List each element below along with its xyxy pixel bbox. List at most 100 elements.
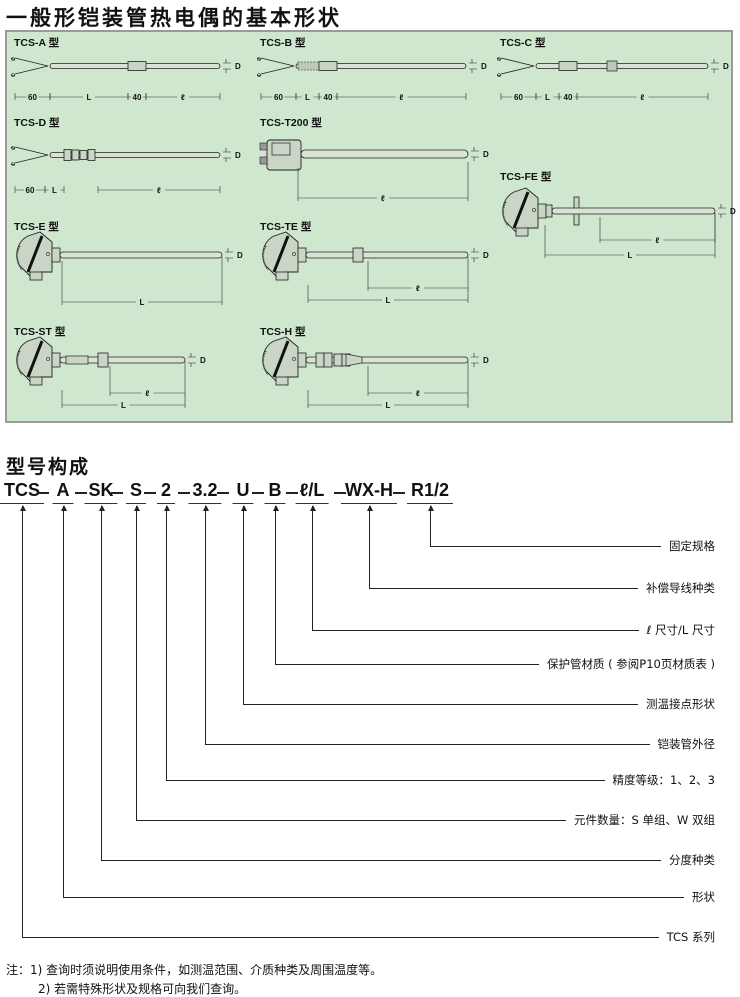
- code-segment-text: R1/2: [410, 480, 450, 500]
- dimension-label: L: [386, 401, 391, 410]
- cable-entry: [275, 376, 289, 386]
- shape-title-tcs-c: TCS-C 型: [500, 36, 546, 49]
- fitting-nut: [315, 352, 325, 368]
- chain-icon: [16, 245, 23, 271]
- terminal-head-icon: [502, 187, 547, 237]
- head-neck: [297, 247, 307, 263]
- code-description-label: 测温接点形状: [646, 697, 715, 711]
- dimension-label: 60: [274, 93, 283, 102]
- dimension-label-bg: [272, 92, 285, 101]
- fitting-nut: [127, 61, 147, 71]
- code-segment: U: [232, 480, 254, 504]
- code-segment-text: A: [56, 480, 70, 500]
- dimension-label-bg: [541, 92, 554, 101]
- fitting-nut: [352, 247, 364, 263]
- leader-horizontal: [166, 779, 605, 781]
- fitting-nut: [63, 149, 72, 161]
- code-separator: [144, 492, 156, 494]
- shape-title-tcs-h: TCS-H 型: [260, 325, 306, 338]
- screw-icon: [46, 357, 50, 361]
- dimension-label-bg: [153, 185, 165, 194]
- screw-icon: [292, 252, 296, 256]
- shape-title-tcs-st: TCS-ST 型: [14, 325, 66, 338]
- code-segment-text: 2: [160, 480, 172, 500]
- sheath: [59, 356, 186, 364]
- code-segment-text: WX-H: [345, 480, 393, 500]
- code-description-row: 分度种类: [101, 853, 715, 867]
- dimension-label-bg: [651, 235, 664, 244]
- code-segment-text: TCS: [4, 480, 40, 500]
- sheath: [551, 207, 716, 215]
- code-description-row: 元件数量：S 单组、W 双组: [136, 813, 715, 827]
- fitting-nut: [318, 61, 338, 71]
- dimension-label-bg: [322, 92, 334, 101]
- dimension-label: L: [52, 186, 57, 195]
- dimension-label-bg: [412, 388, 424, 397]
- spring-guard: [297, 61, 320, 71]
- dimension-label-bg: [624, 250, 636, 259]
- lead-wires-icon: [496, 57, 535, 77]
- head-neck: [51, 247, 61, 263]
- terminal-icon: [11, 73, 15, 77]
- thread-fitting: [606, 60, 618, 72]
- leader-horizontal: [312, 629, 639, 631]
- code-segment-text: 3.2: [192, 480, 218, 500]
- dimension-label-bg: [562, 92, 574, 101]
- dimension-label: 60: [28, 93, 37, 102]
- sheath: [59, 251, 223, 259]
- fitting-nut: [545, 204, 553, 218]
- taper-fitting: [345, 353, 363, 367]
- diameter-label: D: [235, 151, 241, 160]
- leader-vertical: [310, 505, 316, 630]
- fitting-nut: [87, 149, 96, 161]
- diameter-label: D: [483, 356, 489, 365]
- dimension-label-bg: [395, 92, 408, 101]
- diameter-mark: [471, 147, 479, 161]
- code-separator: [111, 492, 123, 494]
- shape-title-tcs-d: TCS-D 型: [14, 116, 60, 129]
- shape-title-tcs-fe: TCS-FE 型: [500, 170, 552, 183]
- code-underline: [406, 503, 454, 504]
- sheath: [300, 149, 469, 159]
- page-title: 一般形铠装管热电偶的基本形状: [6, 6, 342, 30]
- fitting-nut: [558, 61, 578, 71]
- code-underline: [125, 503, 147, 504]
- head-cover-slot: [272, 340, 290, 378]
- terminal-icon: [11, 162, 15, 166]
- diameter-label: D: [730, 207, 736, 216]
- terminal-head-icon: [262, 231, 307, 281]
- terminal-icon: [497, 57, 501, 61]
- diameter-mark: [225, 248, 233, 262]
- code-underline: [264, 503, 286, 504]
- dimension-label: 40: [133, 93, 142, 102]
- cable-entry: [515, 227, 529, 237]
- leader-horizontal: [22, 936, 659, 938]
- leader-vertical: [203, 505, 209, 744]
- code-segment: ℓ/L: [295, 480, 329, 504]
- terminal-icon: [257, 57, 261, 61]
- diameter-mark: [223, 148, 231, 162]
- shape-title-tcs-a: TCS-A 型: [14, 36, 60, 49]
- chain-icon: [502, 201, 509, 227]
- leader-vertical: [99, 505, 105, 860]
- screw-icon: [46, 252, 50, 256]
- diameter-label: D: [723, 62, 729, 71]
- code-segment-text: SK: [88, 480, 114, 500]
- code-segment-text: B: [268, 480, 282, 500]
- sheath: [305, 251, 469, 259]
- dimension-label: ℓ: [146, 389, 150, 398]
- code-separator: [178, 492, 190, 494]
- dimension-label: ℓ: [656, 236, 660, 245]
- dimension-label-bg: [301, 92, 314, 101]
- diameter-label: D: [235, 62, 241, 71]
- screw-icon: [292, 357, 296, 361]
- code-segment-text: U: [236, 480, 250, 500]
- head-neck: [51, 352, 61, 368]
- code-description-label: 形状: [692, 890, 715, 904]
- screw-icon: [532, 208, 536, 212]
- code-underline: [52, 503, 74, 504]
- leader-vertical: [164, 505, 170, 780]
- code-description-label: 铠装管外径: [657, 737, 716, 751]
- code-underline: [295, 503, 329, 504]
- dimension-label-bg: [382, 400, 394, 409]
